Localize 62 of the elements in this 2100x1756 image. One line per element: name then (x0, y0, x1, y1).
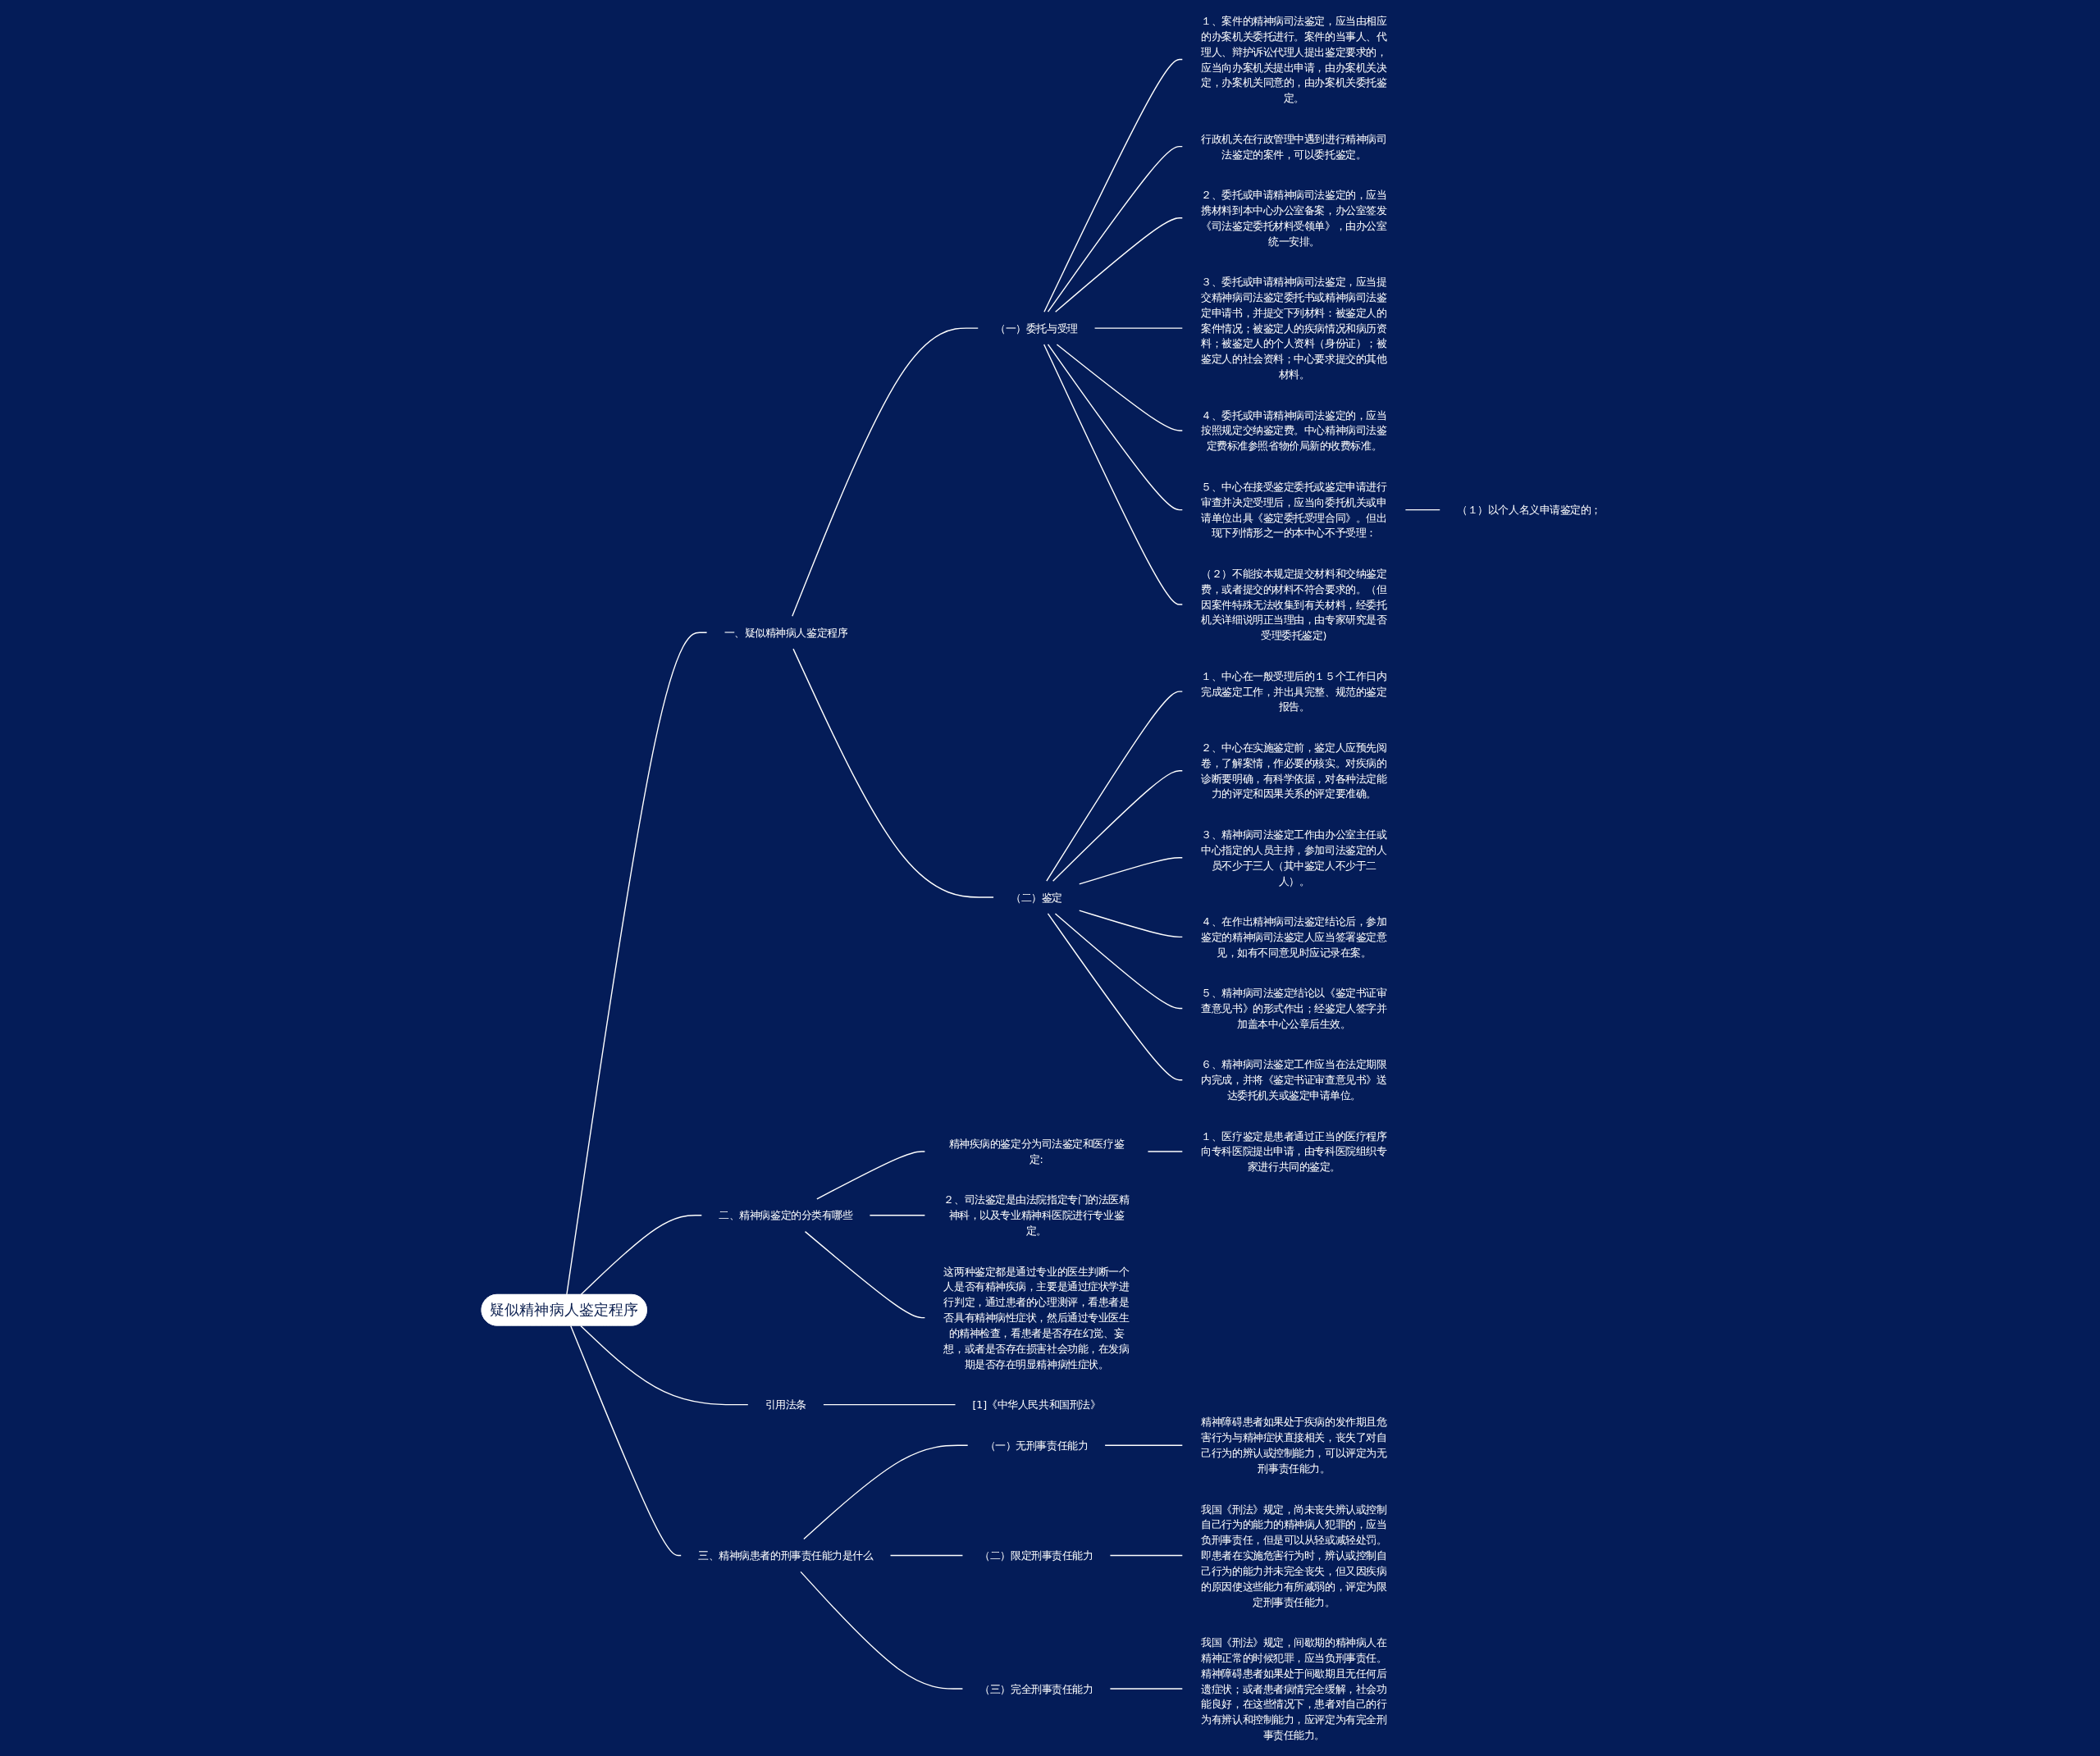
connector (570, 1325, 682, 1557)
connector (800, 1571, 964, 1690)
node-text: （三）完全刑事责任能力 (979, 1682, 1093, 1695)
node-text: 我国《刑法》规定，尚未丧失辨认或控制自己行为的能力的精神病人犯罪的，应当负刑事责任，但是可以从轻或减轻处罚。即患者在实施危害行为时，辨认或控制自己行为的能力并未完全丧失，但又因疾病的原因使这些能力有所减弱的，评定为限定刑事责任能力。 (1201, 1503, 1387, 1608)
connector (803, 1444, 969, 1540)
node-text: １、中心在一般受理后的１５个工作日内完成鉴定工作，并出具完整、规范的鉴定报告。 (1201, 669, 1387, 714)
node-text: （一）委托与受理 (995, 322, 1078, 335)
node-text: ２、中心在实施鉴定前，鉴定人应预先阅卷，了解案情，作必要的核实。对疾病的诊断要明确，有科学依据，对各种法定能力的评定和因果关系的评定要准确。 (1201, 741, 1387, 800)
connector (1052, 770, 1183, 882)
node-text: （２）不能按本规定提交材料和交纳鉴定费，或者提交的材料不符合要求的。（但因案件特殊无法收集到有关材料，经委托机关详细说明正当理由，由专家研究是否受理委托鉴定) (1201, 568, 1387, 642)
node-text: 二、精神病鉴定的分类有哪些 (719, 1209, 853, 1222)
connector (869, 1215, 926, 1216)
node-text: 这两种鉴定都是通过专业的医生判断一个人是否有精神疾病，主要是通过症状学进行判定，通过患者的心理测评，看患者是否具有精神病性症状，然后通过专业医生的精神检查，看患者是否存在幻觉、妄想，或者是否存在损害社会功能，在发病期是否存在明显精神病性症状。 (943, 1265, 1130, 1371)
connector (1046, 691, 1183, 882)
connector (889, 1554, 964, 1557)
node-text: 我国《刑法》规定，间歇期的精神病人在精神正常的时候犯罪，应当负刑事责任。精神障碍患者如果处于间歇期且无任何后遗症状；或者患者病情完全缓解，社会功能良好，在这些情况下，患者对自己的行为有辨认和控制能力，应评定为有完全刑事责任能力。 (1201, 1636, 1387, 1741)
connector (1047, 913, 1183, 1081)
connector (1043, 344, 1183, 605)
node-text: （二）鉴定 (1011, 891, 1062, 904)
node-text: （一）无刑事责任能力 (984, 1439, 1089, 1452)
node-text: ４、在作出精神病司法鉴定结论后，参加鉴定的精神病司法鉴定人应当签署鉴定意见，如有不同意见时应记录在案。 (1201, 915, 1387, 959)
node-text: 三、精神病患者的刑事责任能力是什么 (698, 1549, 874, 1562)
connector (1093, 327, 1183, 329)
node-text: （１）以个人名义申请鉴定的； (1457, 504, 1601, 516)
node-text: ３、委托或申请精神病司法鉴定，应当提交精神病司法鉴定委托书或精神病司法鉴定申请书，并提交下列材料：被鉴定人的案件情况；被鉴定人的疾病情况和病历资料；被鉴定人的个人资料（身份证）；被鉴定人的社会资料；中心要求提交的其他材料。 (1201, 276, 1387, 381)
node-text: ５、中心在接受鉴定委托或鉴定申请进行审查并决定受理后，应当向委托机关或申请单位出具《鉴定委托受理合同》。但出现下列情形之一的本中心不予受理： (1201, 481, 1387, 540)
node-text: １、医疗鉴定是患者通过正当的医疗程序向专科医院提出申请，由专科医院组织专家进行共同的鉴定。 (1201, 1129, 1387, 1174)
connector (1079, 910, 1183, 938)
node-text: 一、疑似精神病人鉴定程序 (724, 626, 848, 639)
connector (1054, 217, 1183, 312)
connector (1047, 344, 1183, 511)
node-text: 精神障碍患者如果处于疾病的发作期且危害行为与精神症状直接相关，丧失了对自己行为的辨认或控制能力，可以评定为无刑事责任能力。 (1201, 1416, 1387, 1475)
connector (1079, 857, 1183, 885)
connector (580, 1325, 749, 1406)
connector (1047, 145, 1183, 312)
connector (792, 648, 994, 898)
node-text: 行政机关在行政管理中遇到进行精神病司法鉴定的案件，可以委托鉴定。 (1201, 132, 1387, 161)
node-text: １、案件的精神病司法鉴定，应当由相应的办案机关委托进行。案件的当事人、代理人、辩护诉讼代理人提出鉴定要求的，应当向办案机关提出申请，由办案机关决定，办案机关同意的，由办案机关委托鉴定。 (1201, 15, 1387, 104)
connector (804, 1230, 926, 1319)
node-text: 引用法条 (765, 1398, 806, 1411)
connector (792, 327, 979, 618)
node-text: ４、委托或申请精神病司法鉴定的，应当按照规定交纳鉴定费。中心精神病司法鉴定费标准参照省物价局新的收费标准。 (1201, 408, 1387, 453)
connector (1147, 1151, 1183, 1152)
connector (1043, 58, 1183, 312)
connector (580, 1215, 702, 1296)
connector (1109, 1554, 1183, 1557)
connector (1104, 1444, 1183, 1446)
connector (823, 1403, 956, 1406)
connector (1054, 913, 1183, 1010)
node-text: ６、精神病司法鉴定工作应当在法定期限内完成，并将《鉴定书证审查意见书》送达委托机关或鉴定申请单位。 (1201, 1058, 1387, 1101)
node-text: ３、精神病司法鉴定工作由办公室主任或中心指定的人员主持，参加司法鉴定的人员不少于三人（其中鉴定人不少于二人）。 (1201, 828, 1387, 887)
connector (1056, 344, 1183, 431)
node-text: ５、精神病司法鉴定结论以《鉴定书证审查意见书》的形式作出；经鉴定人签字并加盖本中心公章后生效。 (1201, 987, 1387, 1030)
connector (1404, 509, 1440, 511)
connector (566, 632, 708, 1296)
connector (816, 1151, 926, 1200)
node-text: [1]《中华人民共和国刑法》 (972, 1398, 1101, 1411)
connector (1109, 1688, 1183, 1690)
node-text: （二）限定刑事责任能力 (979, 1549, 1093, 1562)
node-text: 精神疾病的鉴定分为司法鉴定和医疗鉴定: (948, 1138, 1125, 1165)
node-text: ２、委托或申请精神病司法鉴定的，应当携材料到本中心办公室备案，办公室签发《司法鉴定委托材料受领单》，由办公室统一安排。 (1201, 189, 1387, 248)
node-text: ２、司法鉴定是由法院指定专门的法医精神科，以及专业精神科医院进行专业鉴定。 (943, 1193, 1130, 1237)
